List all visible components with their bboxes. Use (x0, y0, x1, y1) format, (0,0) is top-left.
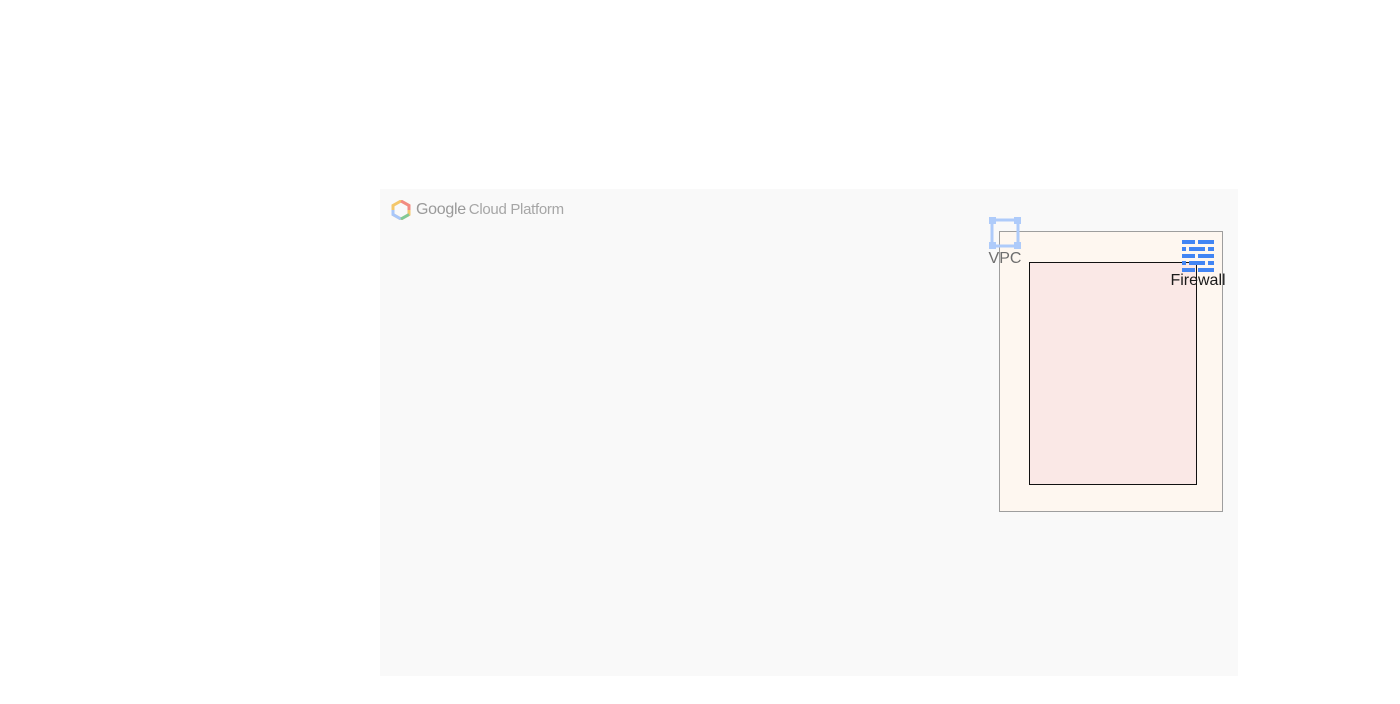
firewall-icon[interactable] (1181, 238, 1215, 272)
vpc-label: VPC (988, 250, 1022, 267)
gcp-hexagon-logo-icon (391, 200, 411, 220)
logo-google-text: Google (416, 201, 466, 218)
subnet-container[interactable] (1029, 262, 1197, 485)
firewall-label: Firewall (1170, 272, 1226, 289)
vpc-network-icon[interactable] (988, 216, 1022, 250)
logo-product-text: Cloud Platform (468, 201, 564, 218)
